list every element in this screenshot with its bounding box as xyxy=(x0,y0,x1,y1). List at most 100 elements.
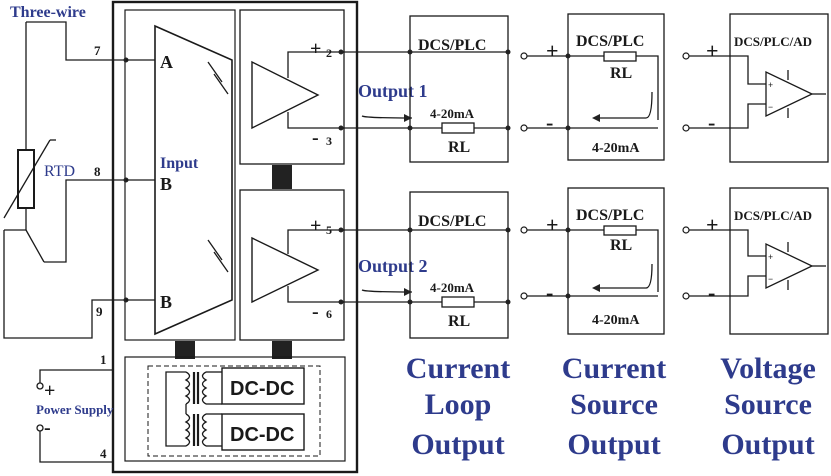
wire-terminal-7 xyxy=(26,21,126,61)
rtd-resistor xyxy=(17,149,35,209)
terminal-1: 1 xyxy=(100,352,107,367)
rtd-bottom-lead xyxy=(25,229,45,263)
minus-sign: - xyxy=(708,280,715,305)
three-wire-label: Three-wire xyxy=(10,4,86,21)
svg-text:Output: Output xyxy=(411,428,504,461)
svg-text:Voltage: Voltage xyxy=(720,352,816,385)
svg-text:+: + xyxy=(768,80,773,90)
plus-sign: + xyxy=(546,212,559,237)
current-source-receiver-2: + - DCS/PLC RL 4-20mA xyxy=(520,187,665,335)
dcs-plc-label: DCS/PLC xyxy=(576,207,644,224)
svg-text:−: − xyxy=(768,102,773,112)
terminal-7: 7 xyxy=(94,43,101,58)
svg-text:Current: Current xyxy=(562,352,666,385)
power-frame xyxy=(124,356,346,462)
rl-resistor xyxy=(603,51,637,62)
ma-label: 4-20mA xyxy=(430,280,475,295)
rl-label: RL xyxy=(610,65,632,82)
current-loop-receiver-1: DCS/PLC 4-20mA RL xyxy=(407,15,511,163)
ma-label: 4-20mA xyxy=(430,106,475,121)
rtd-label: RTD xyxy=(44,163,75,180)
opto-arrows-bottom xyxy=(207,239,229,273)
svg-text:Loop: Loop xyxy=(425,388,492,421)
wire-terminal-9 xyxy=(3,230,126,339)
ma-label: 4-20mA xyxy=(592,141,640,156)
pin-b-label: B xyxy=(160,174,172,194)
rl-resistor xyxy=(441,122,475,134)
pin-b2-label: B xyxy=(160,292,172,312)
rtd-variable-arrow xyxy=(3,139,51,219)
input-stage xyxy=(154,24,233,336)
dcs-plc-ad-label: DCS/PLC/AD xyxy=(734,208,812,223)
minus-sign: - xyxy=(546,280,553,305)
terminal-3: 3 xyxy=(326,134,332,148)
output1-minus-sign: - xyxy=(312,127,319,149)
terminal-9: 9 xyxy=(96,304,103,319)
svg-text:Current: Current xyxy=(406,352,510,385)
output2-minus-sign: - xyxy=(312,301,319,323)
svg-text:+: + xyxy=(768,252,773,262)
rl-label: RL xyxy=(448,139,470,156)
transformer-1 xyxy=(184,371,208,405)
svg-text:−: − xyxy=(768,274,773,284)
minus-sign: - xyxy=(708,110,715,135)
svg-text:Output: Output xyxy=(567,428,660,461)
rl-label: RL xyxy=(448,313,470,330)
dcs-plc-label: DCS/PLC xyxy=(418,213,486,230)
caption-voltage-source: Voltage Source Output xyxy=(720,352,816,461)
plus-sign: + xyxy=(706,212,719,237)
dcdc-1-label: DC-DC xyxy=(230,378,294,400)
plus-sign: + xyxy=(706,38,719,63)
plus-sign: + xyxy=(546,38,559,63)
current-loop-receiver-2: DCS/PLC 4-20mA RL xyxy=(407,191,511,339)
dcs-plc-ad-label: DCS/PLC/AD xyxy=(734,34,812,49)
output-amp-1-box xyxy=(239,9,345,165)
terminal-8: 8 xyxy=(94,164,101,179)
rl-resistor xyxy=(441,296,475,308)
caption-current-source: Current Source Output xyxy=(562,352,666,461)
transmitter-module xyxy=(111,0,359,474)
output1-label: Output 1 xyxy=(358,81,428,101)
adc-amplifier-icon xyxy=(765,70,814,118)
svg-text:Source: Source xyxy=(570,388,658,421)
amplifier-1-icon xyxy=(251,60,320,130)
transformer-2 xyxy=(184,413,208,447)
rl-label: RL xyxy=(610,237,632,254)
voltage-source-receiver-1: + - DCS/PLC/AD + − xyxy=(682,13,829,163)
terminal-2: 2 xyxy=(326,46,332,60)
power-minus-sign: - xyxy=(44,417,51,439)
power-plus-lead xyxy=(39,369,113,386)
output2-plus-sign: + xyxy=(310,215,321,237)
power-plus-sign: + xyxy=(44,380,55,402)
power-minus-lead xyxy=(39,428,113,463)
minus-sign: - xyxy=(546,110,553,135)
pin-a-label: A xyxy=(160,52,173,72)
svg-text:Source: Source xyxy=(724,388,812,421)
rl-resistor xyxy=(603,225,637,236)
input-label: Input xyxy=(160,155,199,172)
input-frame xyxy=(124,9,236,341)
power-dashed-frame xyxy=(147,365,321,457)
power-minus-terminal xyxy=(36,424,44,432)
isolation-bar-2 xyxy=(175,341,195,359)
output-amp-2-box xyxy=(239,189,345,341)
opto-arrows-top xyxy=(207,61,229,95)
adc-amplifier-icon xyxy=(765,242,814,290)
dcs-plc-label: DCS/PLC xyxy=(418,37,486,54)
wire-terminal-8 xyxy=(44,179,126,263)
output2-label: Output 2 xyxy=(358,256,428,276)
current-source-receiver-1: + - DCS/PLC RL 4-20mA xyxy=(520,13,665,161)
svg-text:Output: Output xyxy=(721,428,814,461)
dcdc-converter-2 xyxy=(221,413,305,451)
dcdc-converter-1 xyxy=(221,367,305,405)
ma-label: 4-20mA xyxy=(592,313,640,328)
amplifier-2-icon xyxy=(251,236,320,304)
isolation-bar-1 xyxy=(272,165,292,189)
output1-plus-sign: + xyxy=(310,38,321,60)
dcdc-2-label: DC-DC xyxy=(230,424,294,446)
terminal-4: 4 xyxy=(100,446,107,461)
terminal-5: 5 xyxy=(326,223,332,237)
isolation-bar-3 xyxy=(272,341,292,359)
voltage-source-receiver-2: + - DCS/PLC/AD + − xyxy=(682,187,829,335)
